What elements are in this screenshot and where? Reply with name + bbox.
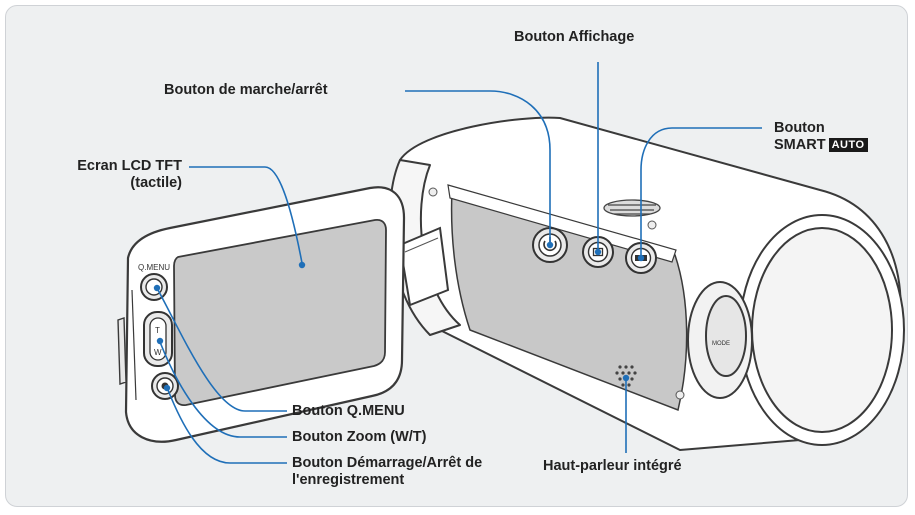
label-record: Bouton Démarrage/Arrêt de l'enregistreme… <box>292 455 482 489</box>
lcd-screen <box>173 218 387 407</box>
label-affichage: Bouton Affichage <box>514 29 635 45</box>
label-qmenu: Bouton Q.MENU <box>292 403 405 419</box>
zoom-w-mark: W <box>154 348 162 357</box>
label-smart-text: SMART <box>774 137 826 153</box>
zoom-t-mark: T <box>155 326 160 335</box>
mode-mark: MODE <box>712 341 730 347</box>
leader-qmenu <box>157 289 287 412</box>
lcd-panel <box>117 186 406 443</box>
label-zoom: Bouton Zoom (W/T) <box>292 429 427 445</box>
leader-record <box>167 389 287 464</box>
leader-zoom <box>159 341 287 438</box>
label-lcd: Ecran LCD TFT (tactile) <box>40 158 182 192</box>
lcd-hinge <box>398 226 450 307</box>
label-record-line2: l'enregistrement <box>292 472 405 488</box>
qmenu-mark: Q.MENU <box>138 263 170 272</box>
label-smart-line1: Bouton <box>774 120 825 136</box>
leader-marche <box>405 90 551 244</box>
auto-badge: AUTO <box>828 138 868 152</box>
smart-auto-button[interactable] <box>625 242 657 274</box>
top-grip <box>603 199 661 217</box>
label-marche: Bouton de marche/arrêt <box>164 82 328 98</box>
leader-smart <box>640 127 762 258</box>
label-lcd-line1: Ecran LCD TFT <box>77 158 182 174</box>
leader-lines <box>157 62 762 464</box>
label-lcd-line2: (tactile) <box>130 175 182 191</box>
leader-dots <box>153 241 645 392</box>
leader-lcd <box>189 166 303 264</box>
label-speaker: Haut-parleur intégré <box>543 458 682 474</box>
label-record-line1: Bouton Démarrage/Arrêt de <box>292 455 483 471</box>
